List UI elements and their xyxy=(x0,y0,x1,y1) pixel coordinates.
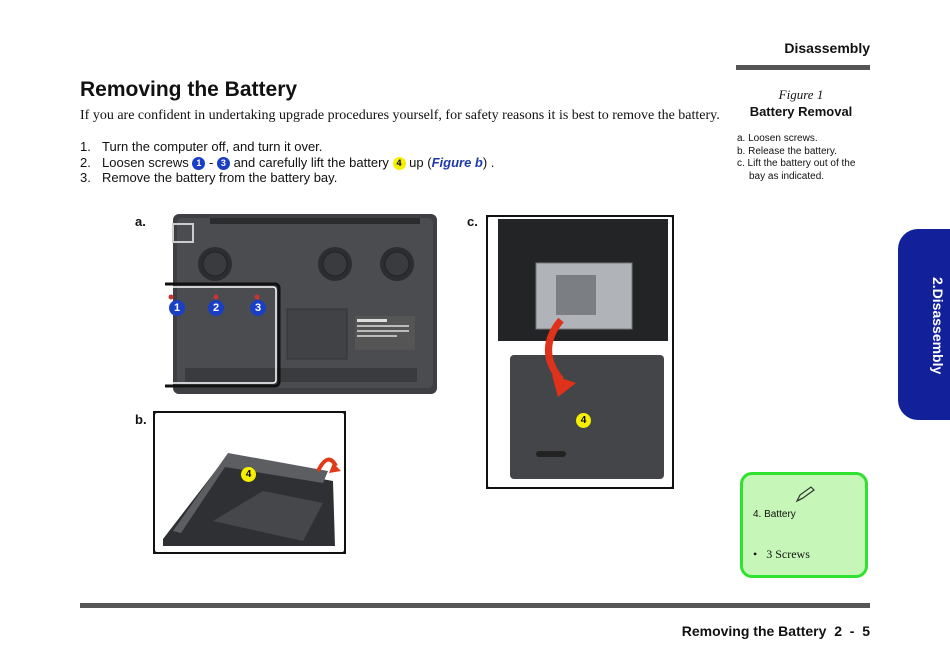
figure-title: Battery Removal xyxy=(749,104,853,119)
screw-badge-1: 1 xyxy=(169,300,185,316)
note-item-text: 3 Screws xyxy=(766,547,810,561)
figure-note: b. Release the battery. xyxy=(737,145,837,157)
callout-badge-1: 1 xyxy=(192,156,206,170)
battery-lift-photo xyxy=(153,411,346,554)
section-title: Disassembly xyxy=(784,40,870,56)
panel-c-label: c. xyxy=(467,214,478,229)
step-text: Turn the computer off, and turn it over. xyxy=(102,139,323,154)
battery-badge-4-c: 4 xyxy=(576,413,591,428)
step-number: 2. xyxy=(80,154,91,170)
page-title: Removing the Battery xyxy=(80,78,298,101)
step-number: 1. xyxy=(80,139,91,154)
step-3: 3. Remove the battery from the battery b… xyxy=(80,170,494,186)
callout-badge-4: 4 xyxy=(392,156,406,170)
callout-badge-3: 3 xyxy=(216,156,230,170)
step-text: Loosen screws 1 - 3 and carefully lift t… xyxy=(102,155,494,171)
footer-rule xyxy=(80,603,870,608)
step-number: 3. xyxy=(80,170,91,185)
step-text-part: ) . xyxy=(482,154,495,170)
note-title: 4. Battery xyxy=(753,509,796,520)
step-1: 1. Turn the computer off, and turn it ov… xyxy=(80,139,494,155)
step-2: 2. Loosen screws 1 - 3 and carefully lif… xyxy=(80,155,494,171)
note-box: 4. Battery • 3 Screws xyxy=(740,472,868,578)
step-text-part: Loosen screws xyxy=(102,154,189,170)
step-text-part: and carefully lift the battery xyxy=(233,154,389,170)
chapter-side-tab[interactable]: 2.Disassembly xyxy=(898,229,950,420)
figure-note: bay as indicated. xyxy=(749,170,825,182)
intro-text: If you are confident in undertaking upgr… xyxy=(80,108,720,123)
chapter-tab-label: 2.Disassembly xyxy=(930,277,946,375)
panel-b-label: b. xyxy=(135,412,147,427)
battery-removed-photo xyxy=(486,215,674,489)
figure-notes: a. Loosen screws. b. Release the battery… xyxy=(737,133,872,183)
steps-list: 1. Turn the computer off, and turn it ov… xyxy=(80,139,494,186)
page-footer: Removing the Battery 2 - 5 xyxy=(681,623,870,639)
battery-badge-4-b: 4 xyxy=(241,467,256,482)
step-dash: - xyxy=(208,154,214,170)
header-rule xyxy=(736,65,870,70)
figure-caption: Figure 1 Battery Removal xyxy=(736,87,866,119)
step-text-part: up ( xyxy=(409,154,432,170)
figure-label: Figure 1 xyxy=(778,87,824,102)
note-item: • 3 Screws xyxy=(753,547,810,561)
figure-note: c. Lift the battery out of the xyxy=(737,158,856,169)
panel-a-label: a. xyxy=(135,214,146,229)
laptop-underside-photo xyxy=(165,214,437,394)
figure-note: a. Loosen screws. xyxy=(737,133,818,144)
pencil-icon xyxy=(795,486,815,503)
screw-badge-2: 2 xyxy=(208,300,224,316)
screw-badge-3: 3 xyxy=(250,300,266,316)
step-text: Remove the battery from the battery bay. xyxy=(102,170,338,185)
figure-b-link[interactable]: Figure b xyxy=(431,154,483,170)
